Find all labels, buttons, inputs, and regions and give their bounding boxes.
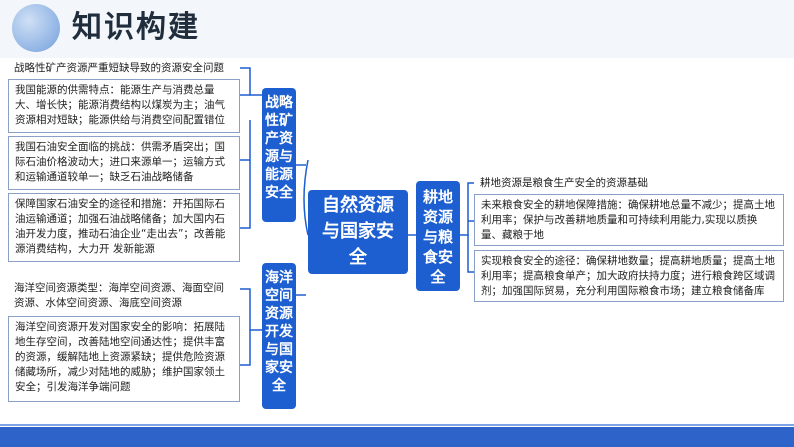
farmland-item-3: 实现粮食安全的途径：确保耕地数量；提高耕地质量；提高土地利用率；提高粮食单产；加… [474, 250, 784, 302]
ocean-item-2: 海洋空间资源开发对国家安全的影响：拓展陆地生存空间，改善陆地空间通达性；提供丰富… [8, 316, 240, 402]
page-title: 知识构建 [72, 10, 200, 45]
header-bar [0, 0, 794, 58]
strategic-item-2: 我国能源的供需特点：能源生产与消费总量大、增长快；能源消费结构以煤炭为主；油气资… [8, 79, 240, 133]
strategic-item-1: 战略性矿产资源严重短缺导致的资源安全问题 [8, 60, 240, 77]
farmland-item-1: 耕地资源是粮食生产安全的资源基础 [474, 175, 784, 192]
farmland-item-2: 未来粮食安全的耕地保障措施：确保耕地总量不减少；提高土地利用率；保护与改善耕地质… [474, 194, 784, 246]
strategic-item-4: 保障国家石油安全的途径和措施：开拓国际石油运输通道；加强石油战略储备；加大国内石… [8, 193, 240, 262]
ocean-node: 海洋空间资源开发与国家安全 [262, 263, 296, 409]
center-node: 自然资源与国家安全 [308, 190, 408, 274]
strategic-item-3: 我国石油安全面临的挑战：供需矛盾突出；国际石油价格波动大；进口来源单一；运输方式… [8, 136, 240, 190]
bottom-line [0, 424, 794, 426]
ocean-item-1: 海洋空间资源类型：海岸空间资源、海面空间资源、水体空间资源、海底空间资源 [8, 278, 240, 314]
bottom-bar [0, 427, 794, 447]
decorative-circle-icon [12, 4, 60, 52]
farmland-node: 耕地资源与粮食安全 [416, 181, 460, 291]
strategic-node: 战略性矿产资源与能源安全 [262, 88, 296, 222]
